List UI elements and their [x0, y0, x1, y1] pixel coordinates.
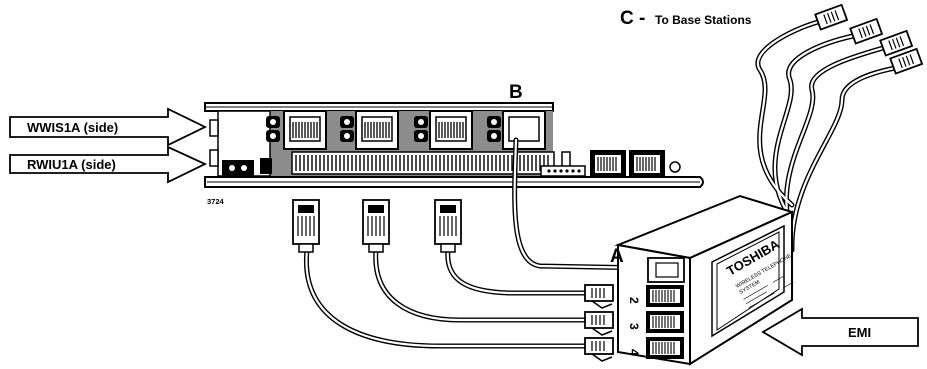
- emi-arrow-label: EMI: [761, 307, 919, 357]
- box-port-2: [646, 285, 684, 307]
- point-a-label: A: [610, 246, 624, 267]
- base-station-plug-2: [849, 17, 884, 45]
- port-plug-3: [584, 311, 614, 336]
- rwiu-arrow-label: RWIU1A (side): [9, 145, 208, 184]
- point-c-text: To Base Stations: [655, 13, 752, 27]
- board-jack-3: [429, 110, 473, 150]
- box-port-3: [646, 311, 684, 333]
- board-jack-4: [502, 110, 546, 150]
- emi-label: EMI: [848, 325, 871, 340]
- port-plug-2: [584, 284, 614, 309]
- port-number-3: 3: [627, 323, 641, 330]
- plug-2: [362, 199, 390, 253]
- board-jack-1: [283, 110, 327, 150]
- figure-number: 3724: [207, 197, 225, 206]
- board-jack-5: [590, 150, 626, 178]
- base-station-plug-1: [814, 3, 849, 31]
- port-plug-4: [584, 337, 614, 362]
- circuit-board: [204, 102, 704, 188]
- plug-1: [292, 199, 320, 253]
- board-jack-2: [355, 110, 399, 150]
- base-station-plug-3: [879, 29, 914, 57]
- rwiu-label: RWIU1A (side): [27, 157, 116, 172]
- port-number-4: 4: [627, 349, 641, 356]
- toshiba-box: TOSHIBA WIRELESS TELEPHONE SYSTEM: [614, 194, 795, 366]
- pin-strip: [295, 155, 549, 171]
- point-b-label: B: [509, 82, 523, 103]
- board-jack-6: [629, 150, 665, 178]
- port-number-2: 2: [627, 297, 641, 304]
- point-c-label: C -: [620, 8, 645, 29]
- box-port-4: [646, 337, 684, 359]
- plug-3: [434, 199, 462, 253]
- wwis-arrow-label: WWIS1A (side): [9, 107, 208, 147]
- box-port-a: [647, 257, 685, 283]
- wwis-label: WWIS1A (side): [27, 120, 118, 135]
- base-station-plug-4: [889, 47, 924, 75]
